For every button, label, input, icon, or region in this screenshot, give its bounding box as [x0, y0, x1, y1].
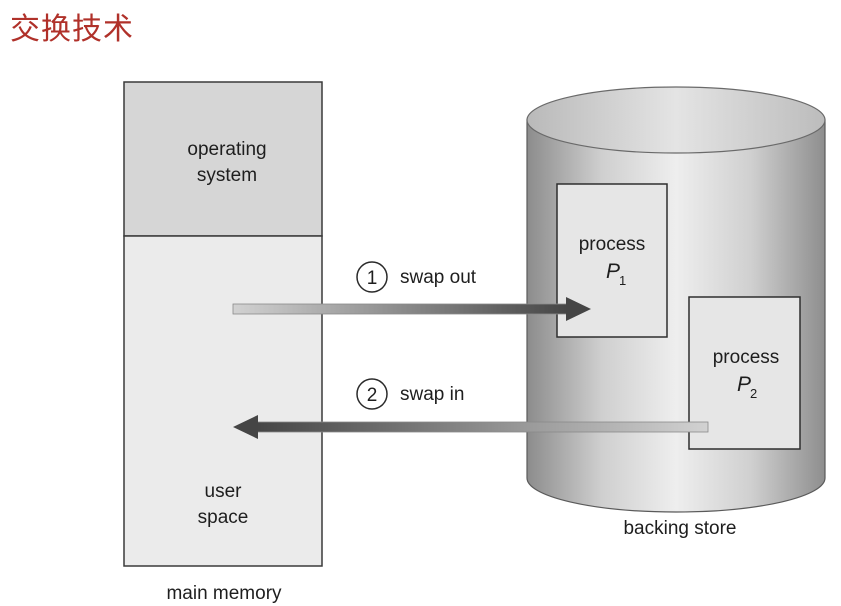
step-1-marker: 1 swap out: [356, 261, 477, 293]
step-2-label: swap in: [400, 384, 464, 405]
user-label-line1: user: [205, 481, 243, 502]
step-2-marker: 2 swap in: [356, 378, 464, 410]
backing-store: process P 1 process P 2: [526, 86, 826, 513]
process-p2-subscript: 2: [750, 386, 757, 401]
process-p1-name: P: [606, 260, 620, 283]
process-p2-label: process: [713, 347, 780, 368]
page-title: 交换技术: [10, 12, 134, 47]
user-label-line2: space: [198, 507, 249, 528]
user-space-region: [123, 235, 323, 567]
process-p2-name: P: [737, 373, 751, 396]
step-1-label: swap out: [400, 267, 477, 288]
os-region: [123, 81, 323, 237]
step-2-number: 2: [367, 385, 378, 406]
backing-store-caption: backing store: [623, 518, 736, 539]
main-memory-caption: main memory: [166, 583, 282, 604]
swap-in-arrow: [233, 415, 709, 439]
step-1-number: 1: [367, 268, 378, 289]
cylinder-top: [526, 86, 826, 154]
process-p1-subscript: 1: [619, 273, 626, 288]
os-label-line2: system: [197, 165, 257, 186]
process-p1-label: process: [579, 234, 646, 255]
main-memory: operating system user space: [123, 81, 323, 567]
os-label-line1: operating: [187, 139, 266, 160]
swap-out-arrow: [232, 297, 591, 321]
